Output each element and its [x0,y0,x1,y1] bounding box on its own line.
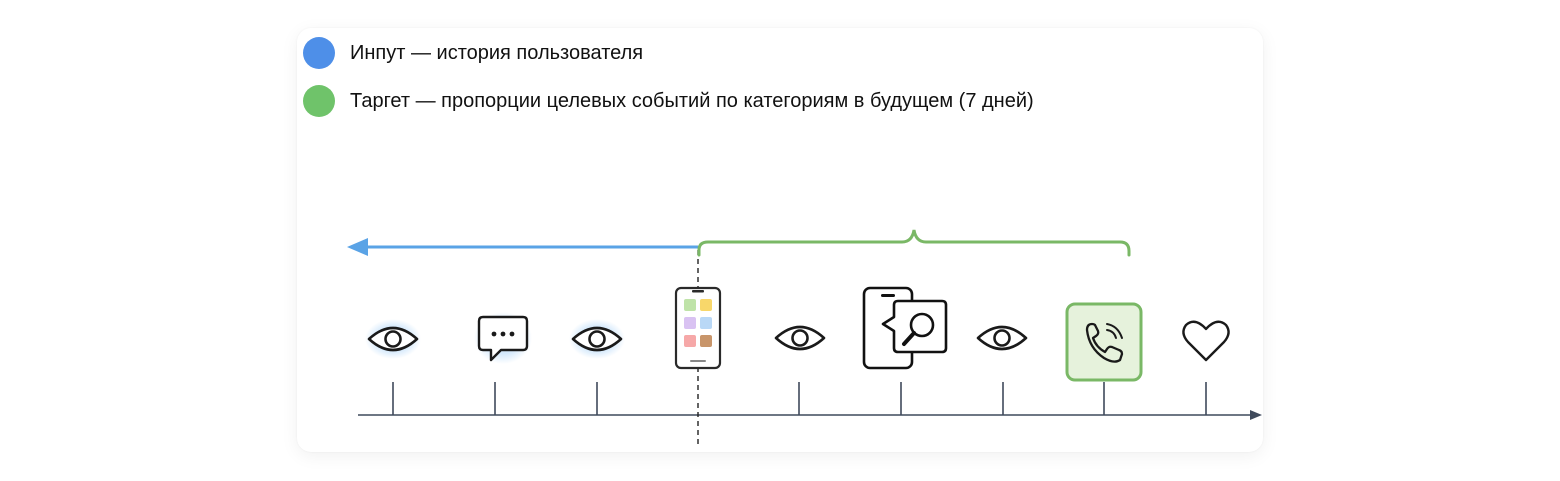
phone-apps-icon [674,286,722,370]
blue-dot-icon [303,37,335,69]
legend-target: Таргет — пропорции целевых событий по ка… [303,84,1034,118]
input-history-arrow [347,238,698,256]
eye-icon [569,319,625,359]
legend-input-label: Инпут — история пользователя [350,41,644,64]
legend-target-label: Таргет — пропорции целевых событий по ка… [350,89,1034,112]
timeline-axis [358,410,1262,420]
target-period-brace [697,229,1131,257]
legend-input: Инпут — история пользователя [303,36,643,70]
eye-icon [365,319,421,359]
timeline-ticks [392,382,1207,415]
heart-icon [1182,320,1230,362]
green-dot-icon [303,85,335,117]
eye-icon [774,325,826,351]
phone-call-icon [1065,302,1143,382]
chat-bubble-icon [474,312,532,364]
phone-search-icon [862,286,948,370]
eye-icon [976,325,1028,351]
